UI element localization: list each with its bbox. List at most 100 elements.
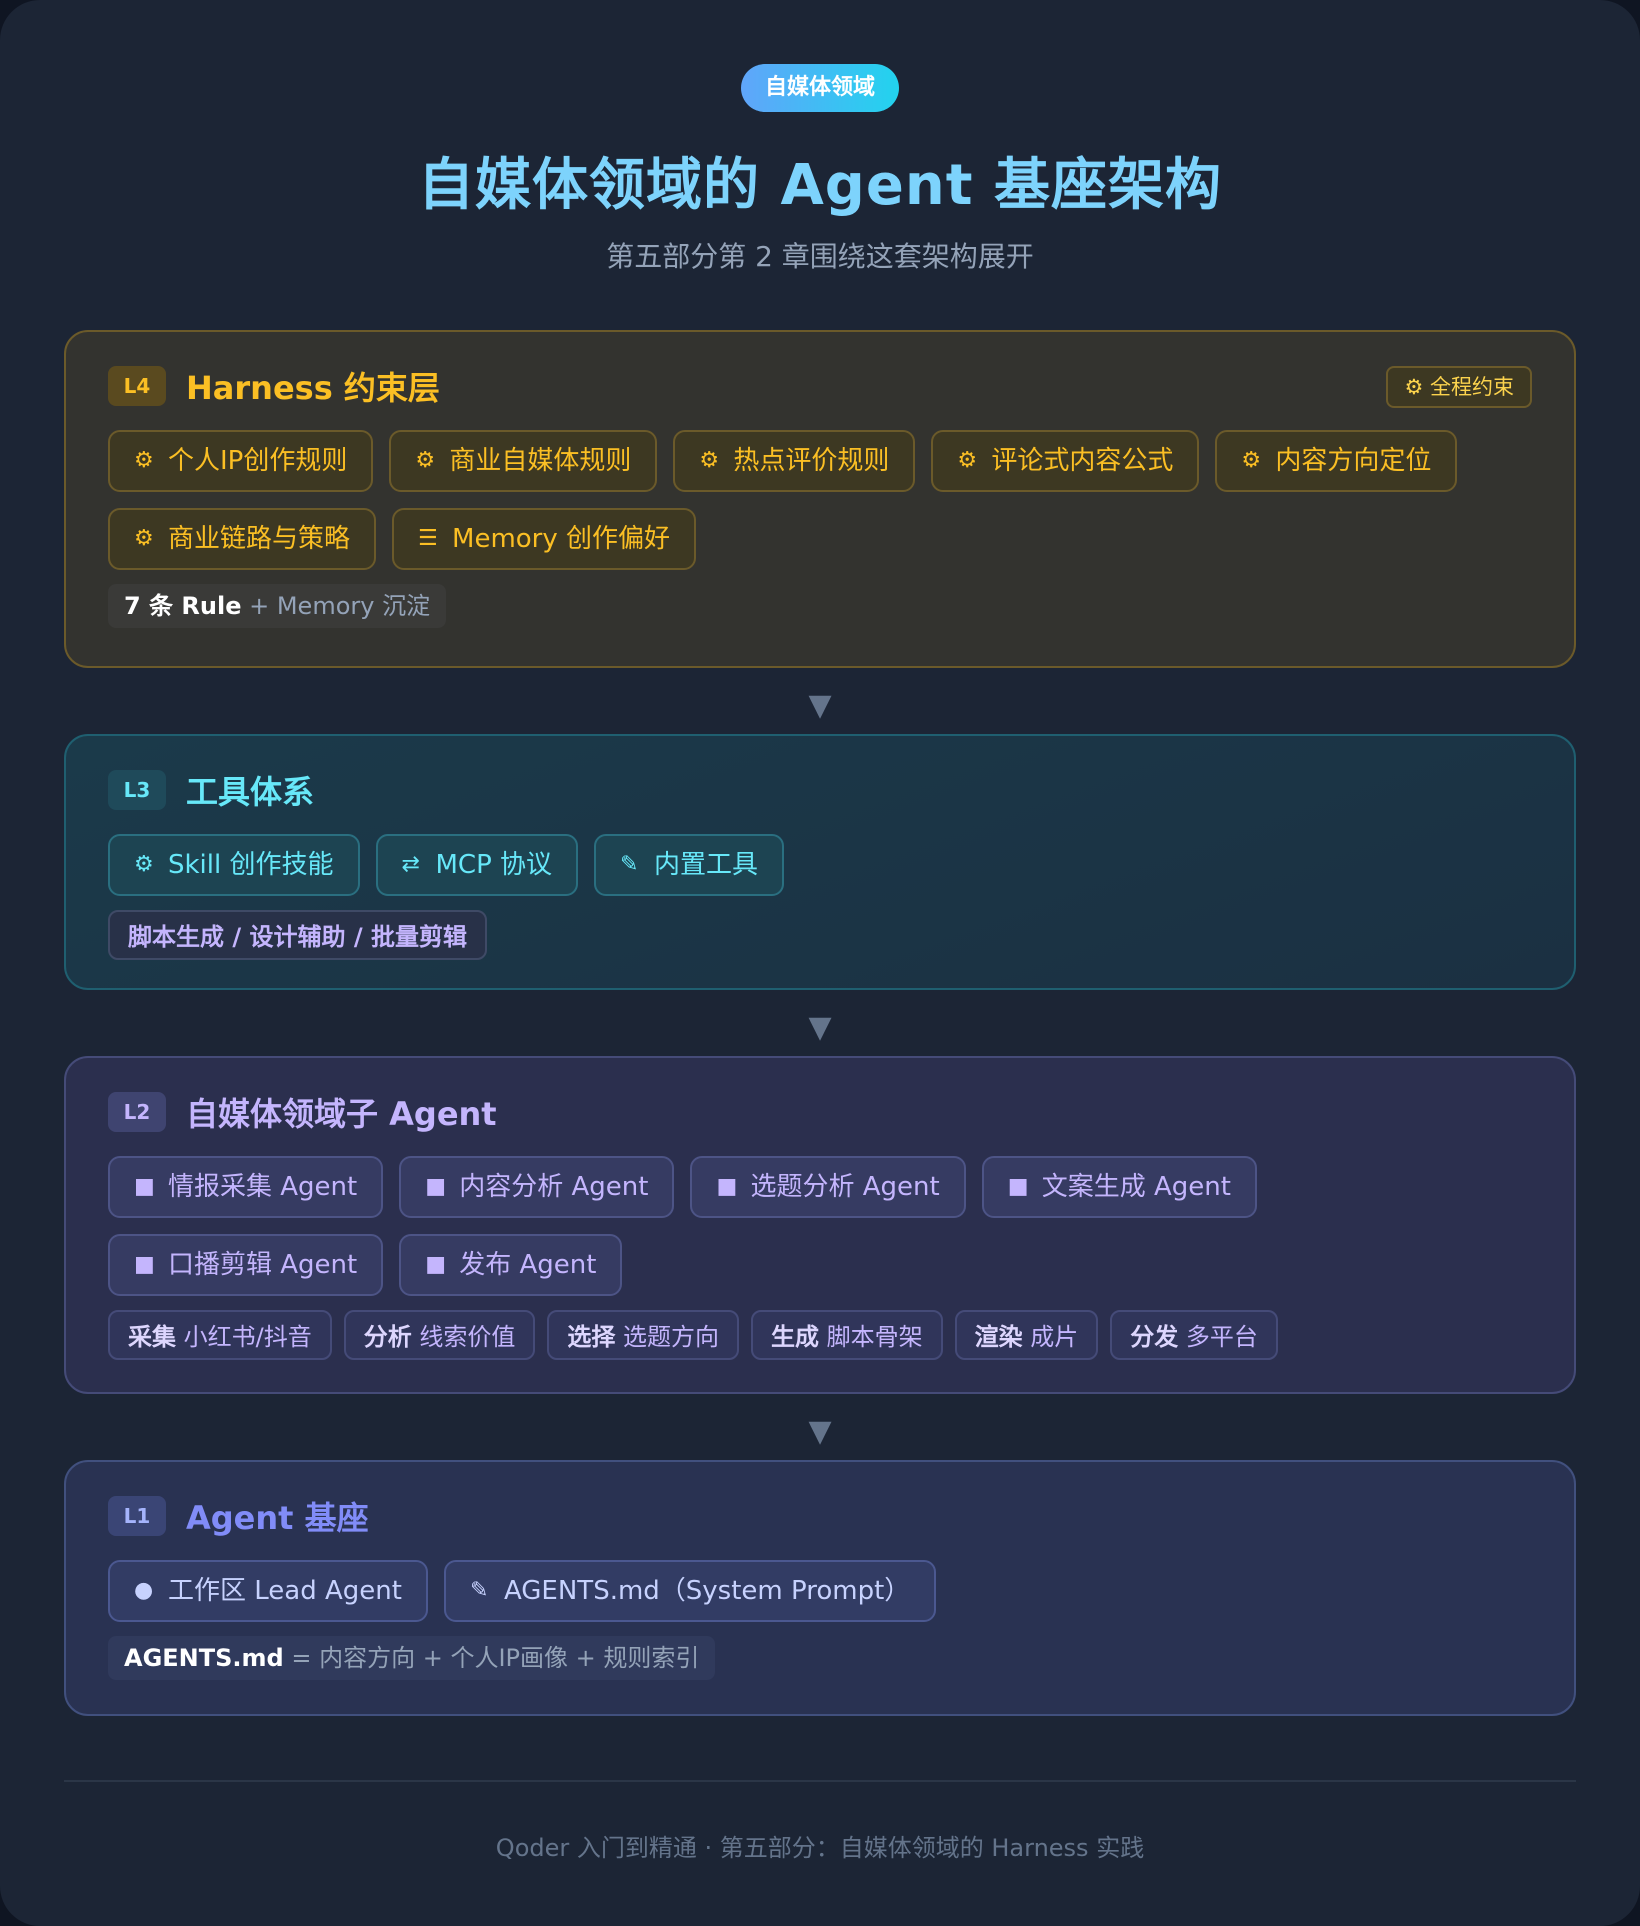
chip-label: 内置工具: [654, 850, 759, 880]
header: 自媒体领域 自媒体领域的 Agent 基座架构 第五部分第 2 章围绕这套架构展…: [0, 64, 1640, 275]
chip-label: AGENTS.md（System Prompt）: [503, 1576, 911, 1606]
chip-label: 情报采集 Agent: [168, 1172, 358, 1202]
level-badge: L1: [108, 1496, 166, 1536]
rule-chip: ⚙ 商业链路与策略: [108, 508, 377, 570]
base-chip: ✎ AGENTS.md（System Prompt）: [443, 1560, 937, 1622]
memory-chip: ☰ Memory 创作偏好: [392, 508, 697, 570]
down-arrow-icon: ▼: [808, 1414, 832, 1449]
chip-label: MCP 协议: [435, 850, 553, 880]
chip-label: 工作区 Lead Agent: [168, 1576, 402, 1606]
tag-text: 多平台: [1178, 1323, 1258, 1351]
rule-chip: ⚙ 内容方向定位: [1215, 430, 1458, 492]
page-title: 自媒体领域的 Agent 基座架构: [417, 153, 1223, 218]
square-icon: ■: [134, 1174, 155, 1199]
agent-chip: ■ 发布 Agent: [399, 1234, 623, 1296]
pipeline-tag: 选择 选题方向: [547, 1310, 739, 1360]
tag-text: 小红书/抖音: [176, 1323, 312, 1351]
agent-chip: ■ 内容分析 Agent: [399, 1156, 675, 1218]
pencil-icon: ✎: [620, 852, 639, 877]
layer-note: 7 条 Rule + Memory 沉淀: [108, 584, 447, 628]
gear-icon: ⚙: [1404, 375, 1424, 399]
rule-chip: ⚙ 热点评价规则: [673, 430, 916, 492]
base-chip: ● 工作区 Lead Agent: [108, 1560, 428, 1622]
layer-l3: L3 工具体系 ⚙ Skill 创作技能 ⇄ MCP 协议 ✎ 内置工具 脚本生成 /…: [64, 734, 1576, 990]
note-strong: 7 条 Rule: [124, 592, 242, 620]
tag-text: 选题方向: [615, 1323, 719, 1351]
layer-l1: L1 Agent 基座 ● 工作区 Lead Agent ✎ AGENTS.md（S…: [64, 1460, 1576, 1716]
rule-chip: ⚙个人IP创作规则: [108, 430, 374, 492]
swap-icon: ⇄: [401, 852, 420, 877]
page-subtitle: 第五部分第 2 章围绕这套架构展开: [606, 240, 1034, 273]
footer-caption: Qoder 入门到精通 · 第五部分：自媒体领域的 Harness 实践: [495, 1834, 1145, 1862]
chip-label: 发布 Agent: [459, 1250, 597, 1280]
tag-strong: 采集: [128, 1323, 176, 1351]
layer-l2: L2 自媒体领域子 Agent ■情报采集 Agent ■内容分析 Agent …: [64, 1056, 1576, 1394]
agent-chip: ■口播剪辑 Agent: [108, 1234, 384, 1296]
gear-icon: ⚙: [134, 526, 154, 551]
gear-icon: ⚙: [957, 448, 978, 473]
note-text: = 内容方向 + 个人IP画像 + 规则索引: [283, 1644, 700, 1672]
tag-strong: 分析: [363, 1323, 412, 1351]
domain-pill: 自媒体领域: [740, 64, 899, 112]
square-icon: ■: [716, 1174, 738, 1199]
chip-label: Skill 创作技能: [168, 850, 334, 880]
gear-icon: ⚙: [415, 448, 436, 473]
agent-chip: ■ 情报采集 Agent: [108, 1156, 384, 1218]
note-text: + Memory 沉淀: [241, 592, 431, 620]
chip-label: 文案生成 Agent: [1041, 1172, 1231, 1202]
note-strong: AGENTS.md: [124, 1644, 284, 1672]
scope-badge-label: 全程约束: [1430, 375, 1514, 399]
chip-label: 内容方向定位: [1275, 446, 1432, 476]
tag-text: 脚本骨架: [819, 1323, 923, 1351]
gear-icon: ⚙: [699, 448, 720, 473]
level-badge: L2: [108, 1092, 166, 1132]
rule-chip: ⚙ 评论式内容公式: [931, 430, 1200, 492]
pencil-icon: ✎: [469, 1578, 489, 1603]
layer-title: Harness 约束层: [186, 369, 440, 407]
chip-label: 选题分析 Agent: [750, 1172, 940, 1202]
tool-chip: ⇄ MCP 协议: [375, 834, 579, 896]
square-icon: ■: [425, 1174, 447, 1199]
capability-tag: 脚本生成 / 设计辅助 / 批量剪辑: [108, 910, 487, 960]
tag-text: 线索价值: [411, 1323, 516, 1351]
pipeline-tag: 渲染 成片: [954, 1310, 1099, 1360]
level-badge: L3: [108, 770, 166, 810]
layer-note: AGENTS.md = 内容方向 + 个人IP画像 + 规则索引: [108, 1636, 716, 1680]
tool-chip: ⚙ Skill 创作技能: [108, 834, 360, 896]
chip-label: 评论式内容公式: [991, 446, 1174, 476]
chip-label: 热点评价规则: [733, 446, 890, 476]
layer-title: Agent 基座: [186, 1499, 369, 1537]
agent-chip: ■ 选题分析 Agent: [690, 1156, 966, 1218]
gear-icon: ⚙: [134, 448, 154, 473]
layer-title: 工具体系: [186, 773, 315, 811]
list-icon: ☰: [418, 526, 438, 551]
pipeline-tag: 采集 小红书/抖音: [108, 1310, 332, 1360]
gear-icon: ⚙: [134, 852, 154, 877]
agent-chip: ■ 文案生成 Agent: [981, 1156, 1257, 1218]
tag-strong: 生成: [771, 1323, 819, 1351]
scope-badge: ⚙ 全程约束: [1386, 366, 1532, 408]
footer-divider: [64, 1780, 1576, 1782]
gear-icon: ⚙: [1241, 448, 1262, 473]
chip-label: 内容分析 Agent: [459, 1172, 649, 1202]
tool-chip: ✎ 内置工具: [594, 834, 785, 896]
pipeline-tag: 分发 多平台: [1110, 1310, 1278, 1360]
rule-chip: ⚙ 商业自媒体规则: [389, 430, 658, 492]
tag-strong: 分发: [1130, 1323, 1179, 1351]
chip-label: Memory 创作偏好: [452, 524, 671, 554]
square-icon: ■: [425, 1252, 447, 1277]
level-badge: L4: [108, 366, 166, 406]
down-arrow-icon: ▼: [808, 1010, 832, 1045]
tag-text: 成片: [1022, 1323, 1079, 1351]
layer-title: 自媒体领域子 Agent: [186, 1095, 497, 1133]
chip-label: 口播剪辑 Agent: [168, 1250, 358, 1280]
square-icon: ■: [1007, 1174, 1029, 1199]
chip-label: 商业自媒体规则: [449, 446, 632, 476]
pipeline-tag: 生成 脚本骨架: [751, 1310, 943, 1360]
chip-label: 商业链路与策略: [168, 524, 351, 554]
dot-icon: ●: [134, 1578, 154, 1603]
pipeline-tag: 分析 线索价值: [343, 1310, 536, 1360]
layer-l4: L4 Harness 约束层 ⚙ 全程约束 ⚙个人IP创作规则 ⚙ 商业自媒体规则…: [64, 330, 1576, 668]
tag-strong: 选择: [567, 1323, 616, 1351]
